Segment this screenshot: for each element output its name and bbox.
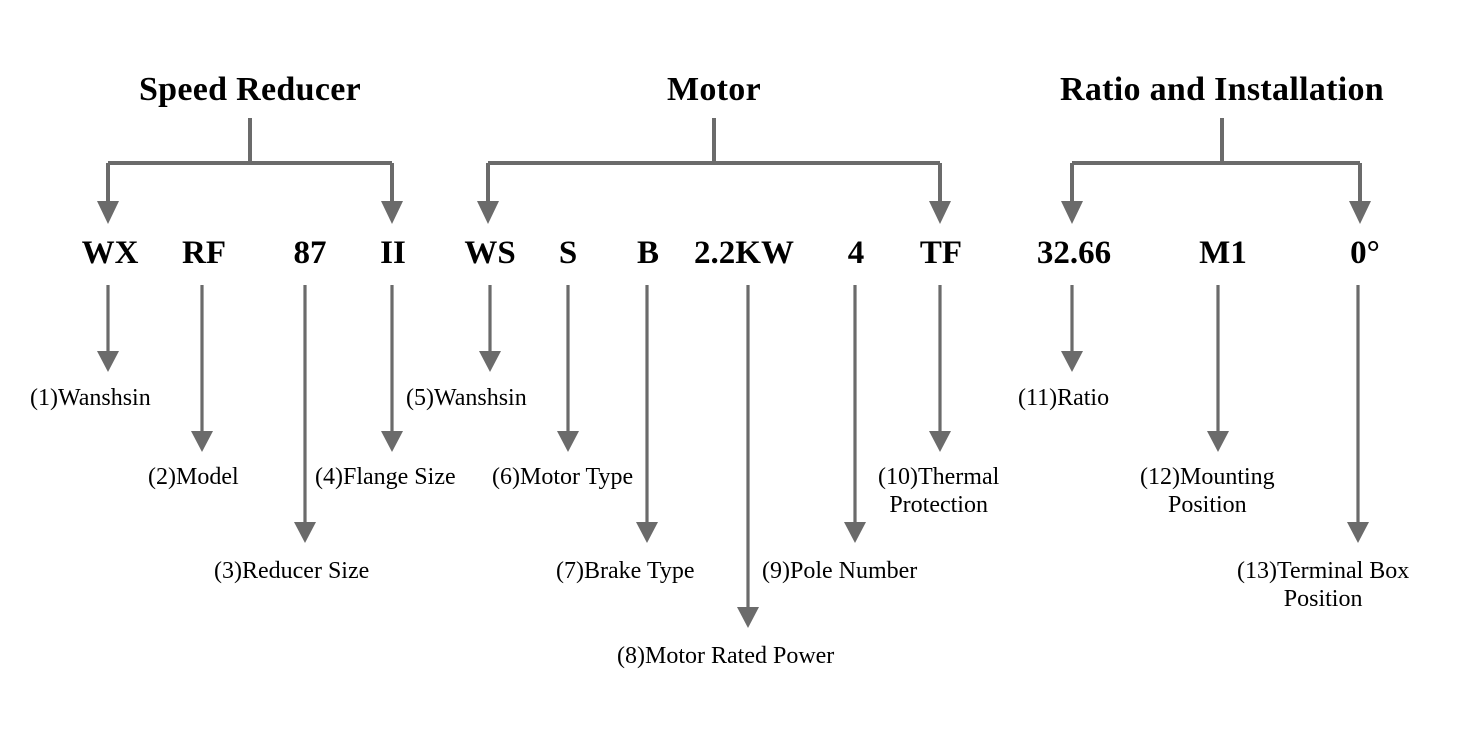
group-title-ratio-installation: Ratio and Installation <box>1059 71 1385 108</box>
arrowhead-1 <box>97 351 119 372</box>
legend-label-11: (11)Ratio <box>1018 385 1110 411</box>
group-title-motor: Motor <box>666 71 762 108</box>
code-token-m1: M1 <box>1199 235 1247 271</box>
legend-label-9: (9)Pole Number <box>762 558 918 584</box>
arrowhead-motor-right <box>929 201 951 224</box>
legend-label-10-line2: Protection <box>889 491 988 518</box>
code-token-4: 4 <box>847 235 865 271</box>
legend-label-12: (12)Mounting Position <box>1140 464 1275 519</box>
code-token-ws: WS <box>464 235 516 271</box>
code-token-3266: 32.66 <box>1036 235 1112 271</box>
legend-label-7: (7)Brake Type <box>556 558 695 584</box>
legend-label-12-line1: (12)Mounting <box>1140 464 1275 490</box>
legend-label-4: (4)Flange Size <box>315 464 456 490</box>
arrowhead-ratio-left <box>1061 201 1083 224</box>
code-token-s: S <box>558 235 578 271</box>
legend-label-13: (13)Terminal Box Position <box>1237 558 1409 613</box>
arrowhead-6 <box>557 431 579 452</box>
legend-label-13-line2: Position <box>1283 585 1363 612</box>
legend-label-10: (10)Thermal Protection <box>878 464 999 519</box>
arrowhead-10 <box>929 431 951 452</box>
legend-label-13-line1: (13)Terminal Box <box>1237 558 1410 584</box>
code-token-rf: RF <box>182 235 226 271</box>
legend-label-3: (3)Reducer Size <box>214 558 370 584</box>
arrowhead-12 <box>1207 431 1229 452</box>
legend-label-1: (1)Wanshsin <box>30 385 151 411</box>
legend-label-8: (8)Motor Rated Power <box>617 643 835 669</box>
arrowhead-7 <box>636 522 658 543</box>
arrowhead-3 <box>294 522 316 543</box>
arrowhead-9 <box>844 522 866 543</box>
code-token-b: B <box>636 235 660 271</box>
legend-label-6: (6)Motor Type <box>492 464 634 490</box>
arrowhead-ratio-right <box>1349 201 1371 224</box>
arrowhead-4 <box>381 431 403 452</box>
legend-label-2: (2)Model <box>148 464 239 490</box>
arrowhead-11 <box>1061 351 1083 372</box>
code-token-wx: WX <box>81 235 139 271</box>
arrowhead-5 <box>479 351 501 372</box>
arrowhead-2 <box>191 431 213 452</box>
group-title-speed-reducer: Speed Reducer <box>138 71 362 108</box>
legend-label-12-line2: Position <box>1167 491 1247 518</box>
arrowhead-speed-reducer-left <box>97 201 119 224</box>
code-token-tf: TF <box>919 235 963 271</box>
arrowhead-8 <box>737 607 759 628</box>
bracket-ratio-installation <box>1070 118 1362 202</box>
bracket-speed-reducer <box>106 118 394 202</box>
code-token-87: 87 <box>293 235 327 271</box>
arrowhead-13 <box>1347 522 1369 543</box>
code-token-22kw: 2.2KW <box>694 235 794 271</box>
legend-label-10-line1: (10)Thermal <box>878 464 1000 490</box>
arrowhead-speed-reducer-right <box>381 201 403 224</box>
arrowhead-motor-left <box>477 201 499 224</box>
legend-label-5: (5)Wanshsin <box>406 385 527 411</box>
code-token-0deg: 0° <box>1350 235 1380 271</box>
code-token-ii: II <box>380 235 406 271</box>
bracket-motor <box>486 118 942 202</box>
